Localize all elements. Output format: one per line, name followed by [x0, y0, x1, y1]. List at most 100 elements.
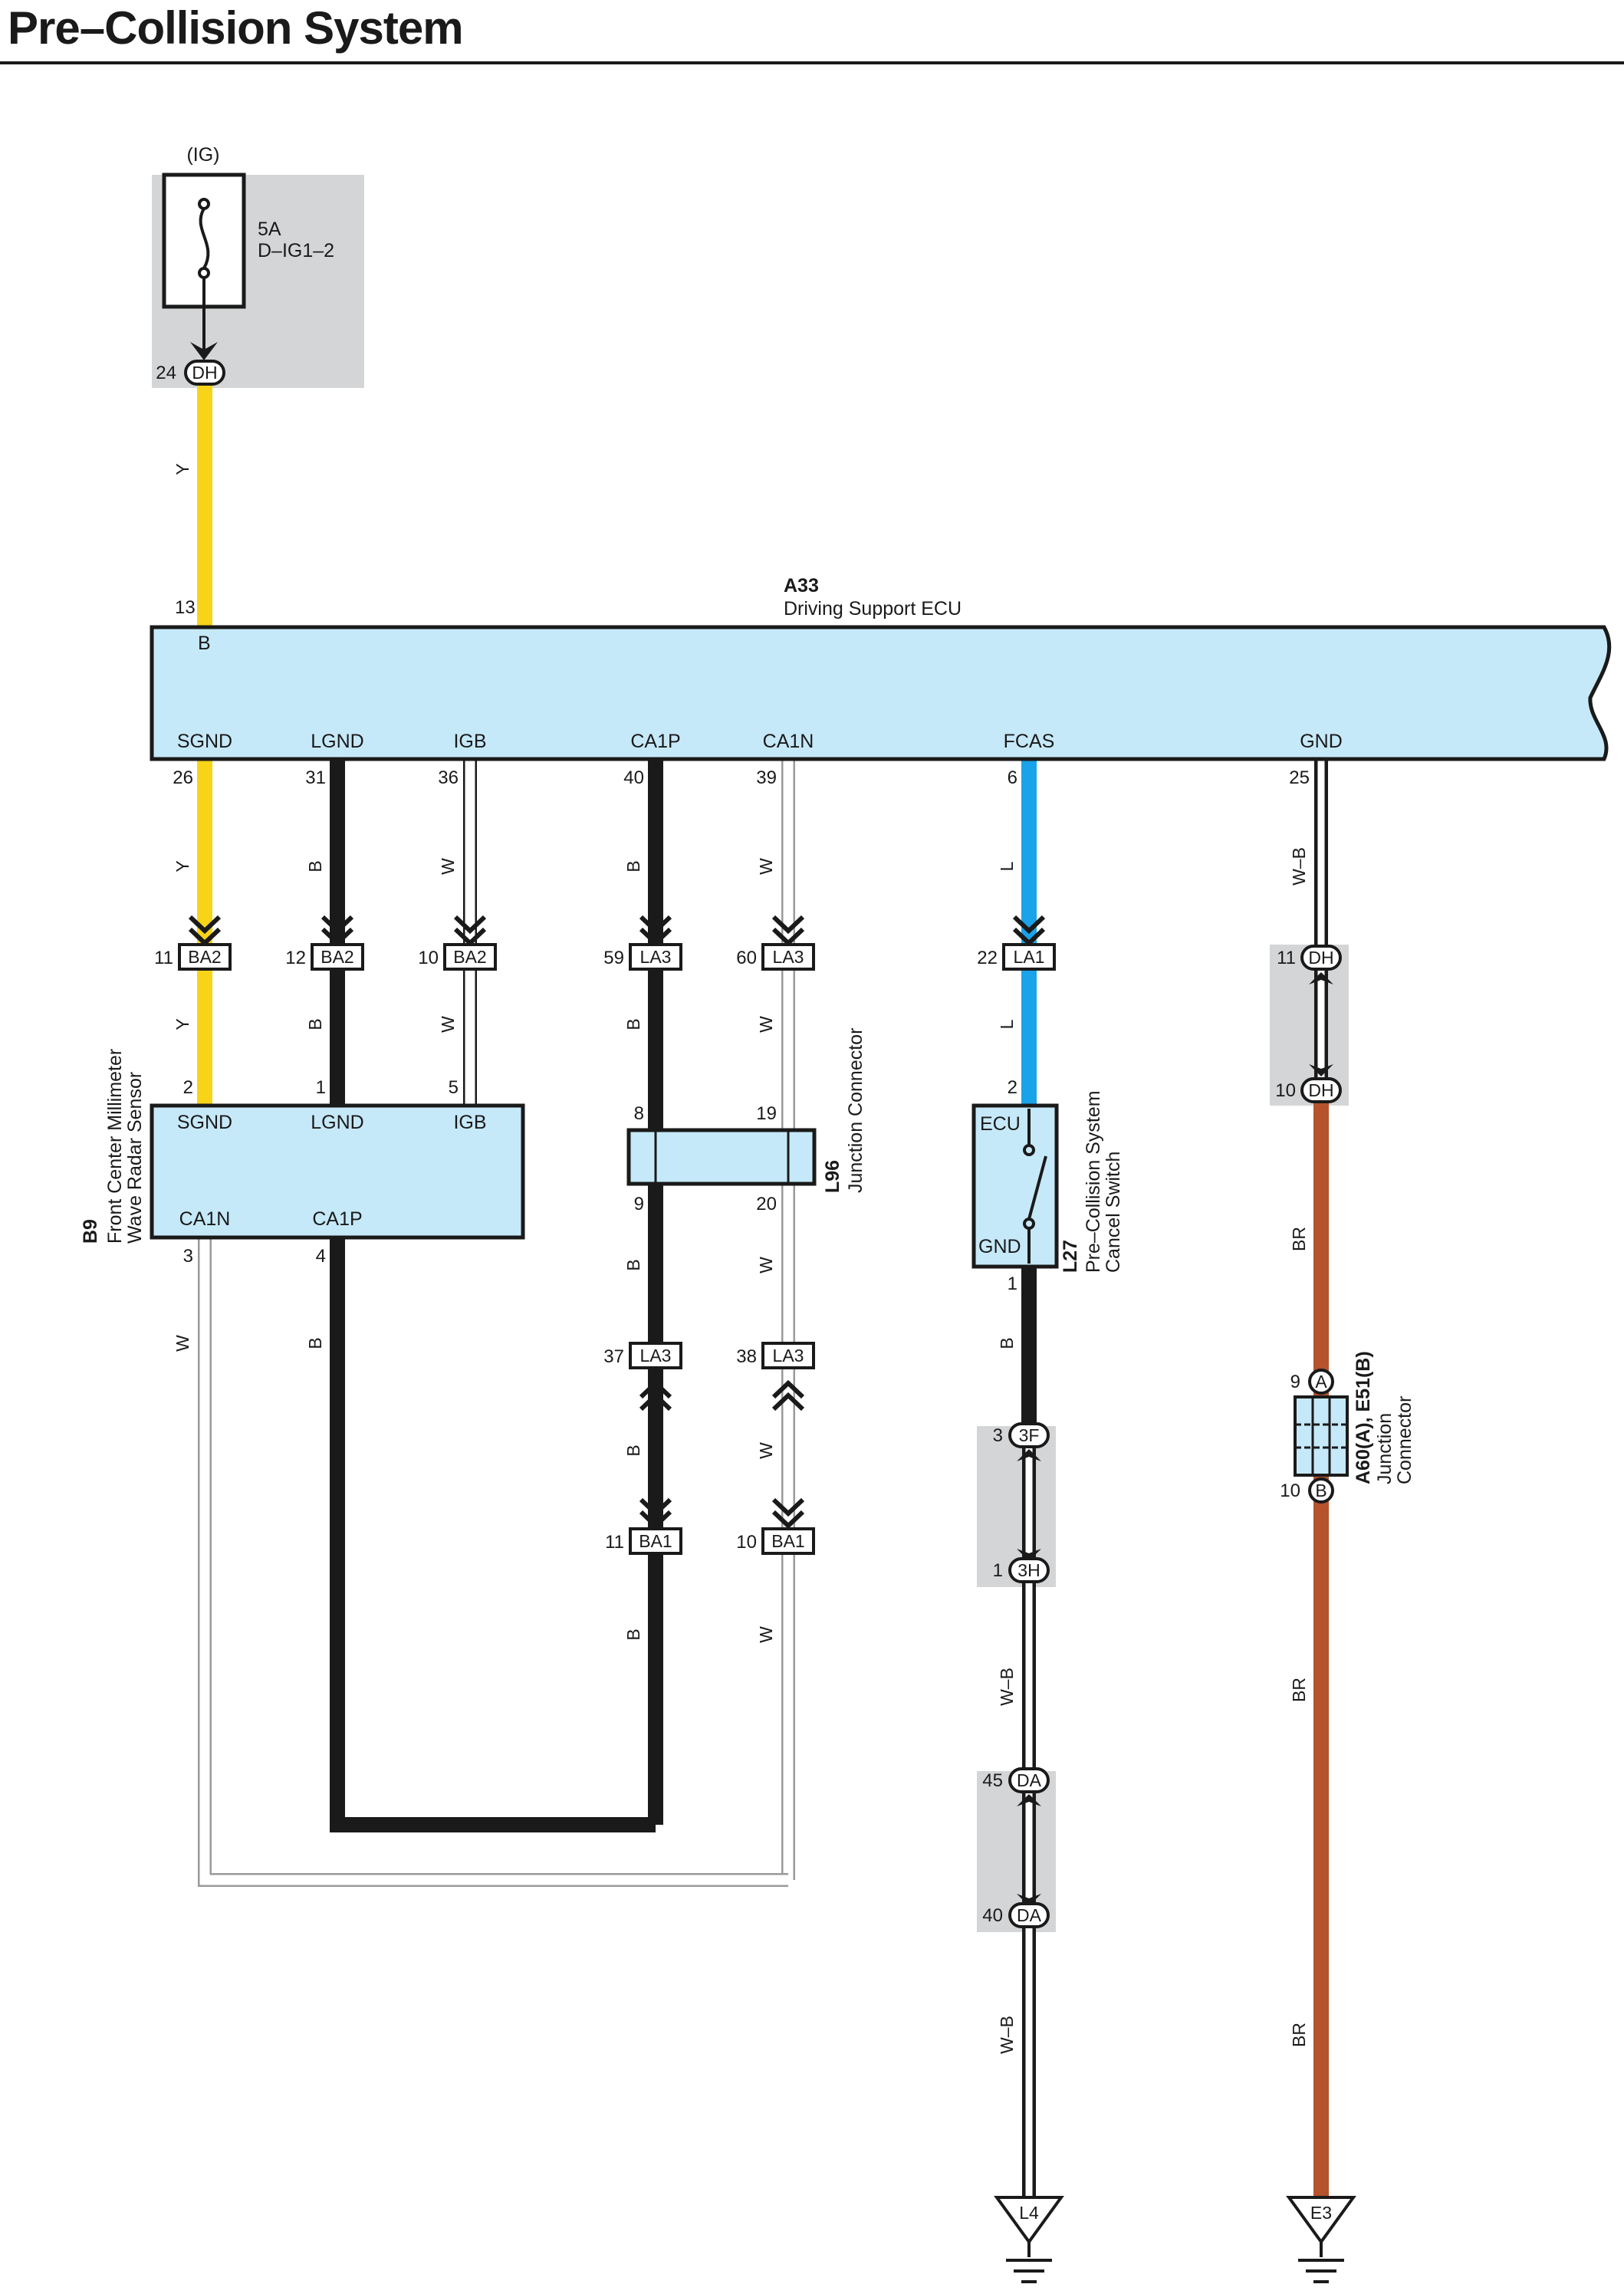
junction-l96-box: [626, 1128, 817, 1186]
dh-fuse-connector: [184, 360, 225, 386]
title-divider: [0, 61, 1624, 64]
ecu-pin-numbers: 26 31 36 40 39 6 25: [173, 767, 1310, 788]
ecu-pin-lgnd: 31: [305, 767, 326, 788]
connector-la3-37-pin: 37: [603, 1346, 624, 1367]
radar-pin-ca1n: 3: [183, 1246, 193, 1267]
wire-radar-ca1n: [198, 1237, 788, 1887]
wire-color-fcas-lower: L: [997, 1019, 1017, 1029]
wire-color-fuse: Y: [173, 463, 192, 475]
radar-term-igb: IGB: [453, 1112, 486, 1133]
connector-la3-37-id: LA3: [640, 1346, 672, 1366]
dh-fuse-pin: 24: [156, 363, 176, 383]
wire-color-ca1n-low: W: [756, 1442, 776, 1459]
chevron-da-bottom-icon: [1017, 1894, 1041, 1906]
fuse-name: D–IG1–2: [258, 240, 334, 261]
ecu-term-igb: IGB: [453, 731, 486, 752]
ecu-pin-ca1p: 40: [623, 767, 644, 788]
wire-color-gnd: W–B: [1289, 847, 1309, 886]
connector-dh-gnd-top-pin: 11: [1277, 948, 1296, 968]
connector-row1-id-2: BA2: [453, 947, 486, 967]
connector-la3-38: [761, 1342, 815, 1369]
ecu-top-pin: 13: [175, 597, 196, 618]
ecu-top-term: B: [198, 633, 211, 654]
wire-color-fcas: L: [997, 861, 1017, 871]
fuse-icon: [198, 198, 210, 353]
connector-row1-pin-1: 12: [285, 948, 306, 968]
radar-sensor-box: [150, 1103, 525, 1240]
wire-color-ca1n-mid: W: [756, 1257, 776, 1274]
connector-da-bottom: [1008, 1902, 1050, 1928]
wire-color-ca1p-lower: B: [623, 1018, 643, 1030]
connector-la3-59: [629, 943, 682, 971]
dh-fuse-id: DH: [192, 363, 217, 383]
connector-3f: [1008, 1422, 1050, 1448]
connector-da-top-id: DA: [1017, 1770, 1042, 1790]
wire-color-ca1p-low: B: [623, 1444, 643, 1456]
wire-color-gnd-3: BR: [1289, 2023, 1309, 2047]
ecu-term-ca1n: CA1N: [763, 731, 814, 752]
connector-row1-id-0: BA2: [188, 947, 221, 967]
connector-la3-37: [629, 1342, 682, 1369]
ecu-term-ca1p: CA1P: [630, 731, 680, 752]
junction-name: Junction Connector: [845, 1028, 866, 1193]
jc2-term-a: A: [1315, 1372, 1327, 1392]
connector-la1-22: [1002, 943, 1056, 971]
wire-color-switch-low: W–B: [997, 2016, 1017, 2054]
chevron-ba1-10-icon: [771, 1497, 805, 1530]
wire-color-gnd-2: BR: [1289, 1678, 1309, 1702]
lower-wire-colors: Y B W B W L: [173, 1016, 1017, 1033]
ecu-pin-sgnd: 26: [173, 767, 193, 788]
connector-da-top-pin: 45: [982, 1770, 1003, 1791]
jc2-ref: A60(A), E51(B): [1353, 1351, 1374, 1484]
connector-row1-pin-5: 22: [977, 948, 998, 968]
junction-pin-9: 9: [634, 1194, 644, 1214]
wire-radar-ca1p: [330, 1237, 656, 1832]
wire-color-gnd-1: BR: [1289, 1227, 1309, 1251]
fuse-arrow-icon: [190, 342, 218, 360]
chevron-dh-top-icon: [1309, 972, 1333, 984]
connector-row1-id-4: LA3: [773, 947, 804, 967]
ecu-pin-fcas: 6: [1008, 767, 1017, 788]
connector-ba2-12: [311, 943, 364, 971]
connector-ba1-10: [761, 1527, 815, 1555]
wire-color-igb-lower: W: [438, 1016, 458, 1033]
ecu-term-sgnd: SGND: [177, 731, 232, 752]
wire-color-radar-ca1n: W: [173, 1335, 192, 1352]
connector-ba1-11: [629, 1527, 682, 1555]
wire-color-ca1n: W: [756, 858, 776, 875]
connector-ba1-10-pin: 10: [736, 1532, 757, 1553]
ecu-pin-ca1n: 39: [756, 767, 777, 788]
connector-ba2-11: [178, 943, 232, 971]
connector-dh-gnd-bottom-id: DH: [1308, 1080, 1333, 1100]
ecu-terminal-labels: SGND LGND IGB CA1P CA1N FCAS GND: [177, 731, 1343, 752]
ecu-name: Driving Support ECU: [784, 598, 962, 620]
cancel-switch-box: [971, 1103, 1059, 1269]
switch-name-line2: Cancel Switch: [1103, 1152, 1124, 1273]
jc2-term-a-marker: [1308, 1369, 1334, 1395]
fuse-source: (IG): [186, 144, 219, 166]
chevron-la3-38-icon: [771, 1379, 805, 1412]
ecu-pin-igb: 36: [438, 767, 459, 788]
connector-da-bottom-id: DA: [1017, 1905, 1042, 1925]
connector-3h: [1008, 1557, 1050, 1583]
connector-la3-38-pin: 38: [736, 1346, 757, 1367]
switch-ref: L27: [1060, 1240, 1081, 1273]
connector-dh-gnd-bottom-pin: 10: [1275, 1080, 1296, 1101]
connector-3h-id: 3H: [1017, 1560, 1040, 1580]
radar-pin-ca1p: 4: [316, 1246, 326, 1267]
ground-l4-icon: [994, 2196, 1064, 2283]
wire-color-ca1p: B: [623, 860, 643, 872]
radar-term-sgnd: SGND: [177, 1112, 232, 1133]
radar-pin-igb: 5: [449, 1077, 459, 1098]
chevron-ba1-11-icon: [639, 1497, 672, 1530]
wire-color-switch-gnd: B: [997, 1337, 1017, 1349]
jc2-term-b: B: [1315, 1481, 1326, 1500]
ground-l4-label: L4: [1019, 2203, 1039, 2223]
ecu-term-gnd: GND: [1300, 731, 1343, 752]
connector-3h-pin: 1: [993, 1560, 1003, 1581]
jc2-box: [1294, 1395, 1349, 1477]
connector-row1-pin-4: 60: [736, 948, 757, 968]
wire-color-lgnd-lower: B: [305, 1018, 325, 1030]
chevron-3h-icon: [1017, 1549, 1041, 1561]
wire-color-igb: W: [438, 858, 458, 875]
